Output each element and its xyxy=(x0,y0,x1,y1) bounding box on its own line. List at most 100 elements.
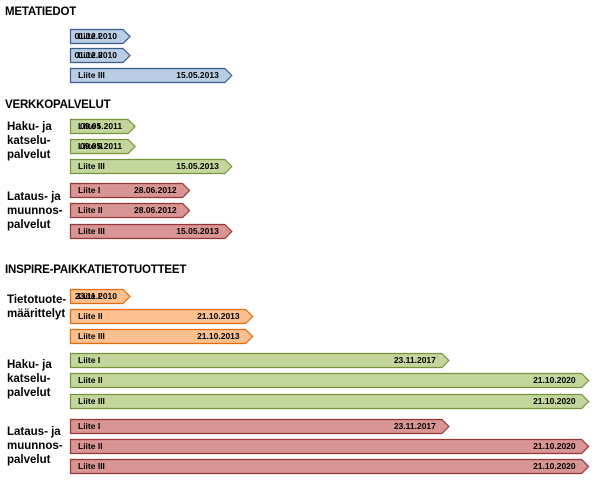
bar-arrow-shape xyxy=(69,118,136,135)
bar-date: 28.06.2012 xyxy=(134,205,177,215)
timeline-bar: Liite I 23.11.2017 xyxy=(69,352,450,369)
timeline-bar: Liite III 15.05.2013 xyxy=(69,158,233,175)
bar-arrow-polygon xyxy=(69,182,191,199)
bar-label: Liite I xyxy=(78,355,101,365)
bar-date: 23.11.2017 xyxy=(393,421,436,431)
bar-label: Liite III xyxy=(78,461,105,471)
bar-arrow-shape xyxy=(69,308,254,325)
bar-date: 21.10.2020 xyxy=(533,441,576,451)
bar-date: 09.05.2011 xyxy=(79,121,123,131)
bar-date: 21.10.2020 xyxy=(533,375,576,385)
bar-arrow-polygon xyxy=(69,28,131,45)
bar-arrow-shape xyxy=(69,372,590,389)
bar-label: Liite II xyxy=(78,205,103,215)
group-label-line: palvelut xyxy=(7,219,51,231)
bar-arrow-shape xyxy=(69,223,233,240)
group-label-line: palvelut xyxy=(7,454,51,466)
bar-arrow-polygon xyxy=(69,223,233,240)
bar-arrow-polygon xyxy=(69,118,136,135)
bar-arrow-polygon xyxy=(69,308,254,325)
bar-arrow-polygon xyxy=(69,393,590,410)
bar-arrow-shape xyxy=(69,458,590,475)
bar-arrow-polygon xyxy=(69,352,450,369)
bar-arrow-shape xyxy=(69,438,590,455)
bar-date: 15.05.2013 xyxy=(176,161,219,171)
bar-arrow-polygon xyxy=(69,158,233,175)
bar-label: Liite II xyxy=(78,375,103,385)
bar-label: Liite III xyxy=(78,396,105,406)
bar-label: Liite I xyxy=(78,421,101,431)
section-title-verkkopalvelut: VERKKOPALVELUT xyxy=(5,99,111,111)
section-title-metatiedot: METATIEDOT xyxy=(5,6,77,18)
bar-label: Liite II xyxy=(78,311,103,321)
bar-label: Liite I xyxy=(78,121,101,131)
bar-date: 01.12.2010 xyxy=(74,31,117,41)
bar-arrow-shape xyxy=(69,47,131,64)
group-label-line: Haku- ja xyxy=(7,121,52,133)
bar-label: Liite II xyxy=(78,50,103,60)
group-label-line: muunnos- xyxy=(7,440,63,452)
bar-arrow-polygon xyxy=(69,202,191,219)
bar-arrow-polygon xyxy=(69,138,136,155)
bar-arrow-polygon xyxy=(69,458,590,475)
bar-arrow-polygon xyxy=(69,67,233,84)
bar-date: 21.10.2020 xyxy=(533,461,576,471)
timeline-bar: Liite III 21.10.2020 xyxy=(69,458,590,475)
bar-date: 28.06.2012 xyxy=(134,185,177,195)
group-label-line: palvelut xyxy=(7,149,51,161)
group-label-line: katselu- xyxy=(7,373,51,385)
bar-label: Liite II xyxy=(78,141,103,151)
group-label-inspire-lataus: Lataus- ja muunnos-palvelut xyxy=(7,425,63,467)
bar-label: Liite I xyxy=(78,291,101,301)
bar-label: Liite II xyxy=(78,441,103,451)
bar-label: Liite I xyxy=(78,185,101,195)
bar-arrow-shape xyxy=(69,418,450,435)
bar-date: 21.10.2013 xyxy=(197,331,240,341)
bar-arrow-polygon xyxy=(69,47,131,64)
bar-arrow-shape xyxy=(69,138,136,155)
timeline-bar: Liite III 15.05.2013 xyxy=(69,67,233,84)
bar-date: 21.10.2013 xyxy=(197,311,240,321)
bar-arrow-shape xyxy=(69,182,191,199)
group-label-inspire-tietotuote: Tietotuote-määrittelyt xyxy=(7,293,66,321)
group-label-line: Lataus- ja xyxy=(7,426,61,438)
bar-label: Liite III xyxy=(78,70,105,80)
timeline-bar: Liite I 23.11.2017 xyxy=(69,418,450,435)
bar-date: 15.05.2013 xyxy=(176,70,219,80)
bar-arrow-shape xyxy=(69,158,233,175)
bar-date: 09.05.2011 xyxy=(79,141,123,151)
section-title-inspire: INSPIRE-PAIKKATIETOTUOTTEET xyxy=(5,264,187,276)
group-label-line: Haku- ja xyxy=(7,359,52,371)
group-label-line: määrittelyt xyxy=(7,308,66,320)
timeline-bar: Liite II 21.10.2020 xyxy=(69,438,590,455)
bar-arrow-polygon xyxy=(69,288,131,305)
bar-arrow-polygon xyxy=(69,438,590,455)
bar-date: 01.12.2010 xyxy=(74,50,117,60)
timeline-bar: Liite II 21.10.2020 xyxy=(69,372,590,389)
bar-label: Liite III xyxy=(78,161,105,171)
bar-date: 23.11.2010 xyxy=(74,291,117,301)
bar-arrow-shape xyxy=(69,393,590,410)
bar-arrow-polygon xyxy=(69,372,590,389)
timeline-bar: Liite II 21.10.2013 xyxy=(69,308,254,325)
group-label-line: Lataus- ja xyxy=(7,191,61,203)
bar-label: Liite III xyxy=(78,331,105,341)
bar-arrow-shape xyxy=(69,28,131,45)
bar-date: 23.11.2017 xyxy=(393,355,436,365)
bar-arrow-polygon xyxy=(69,418,450,435)
timeline-bar: Liite III 21.10.2013 xyxy=(69,328,254,345)
timeline-bar: Liite II 28.06.2012 xyxy=(69,202,191,219)
bar-date: 15.05.2013 xyxy=(176,226,219,236)
bar-arrow-polygon xyxy=(69,328,254,345)
bar-label: Liite I xyxy=(78,31,101,41)
